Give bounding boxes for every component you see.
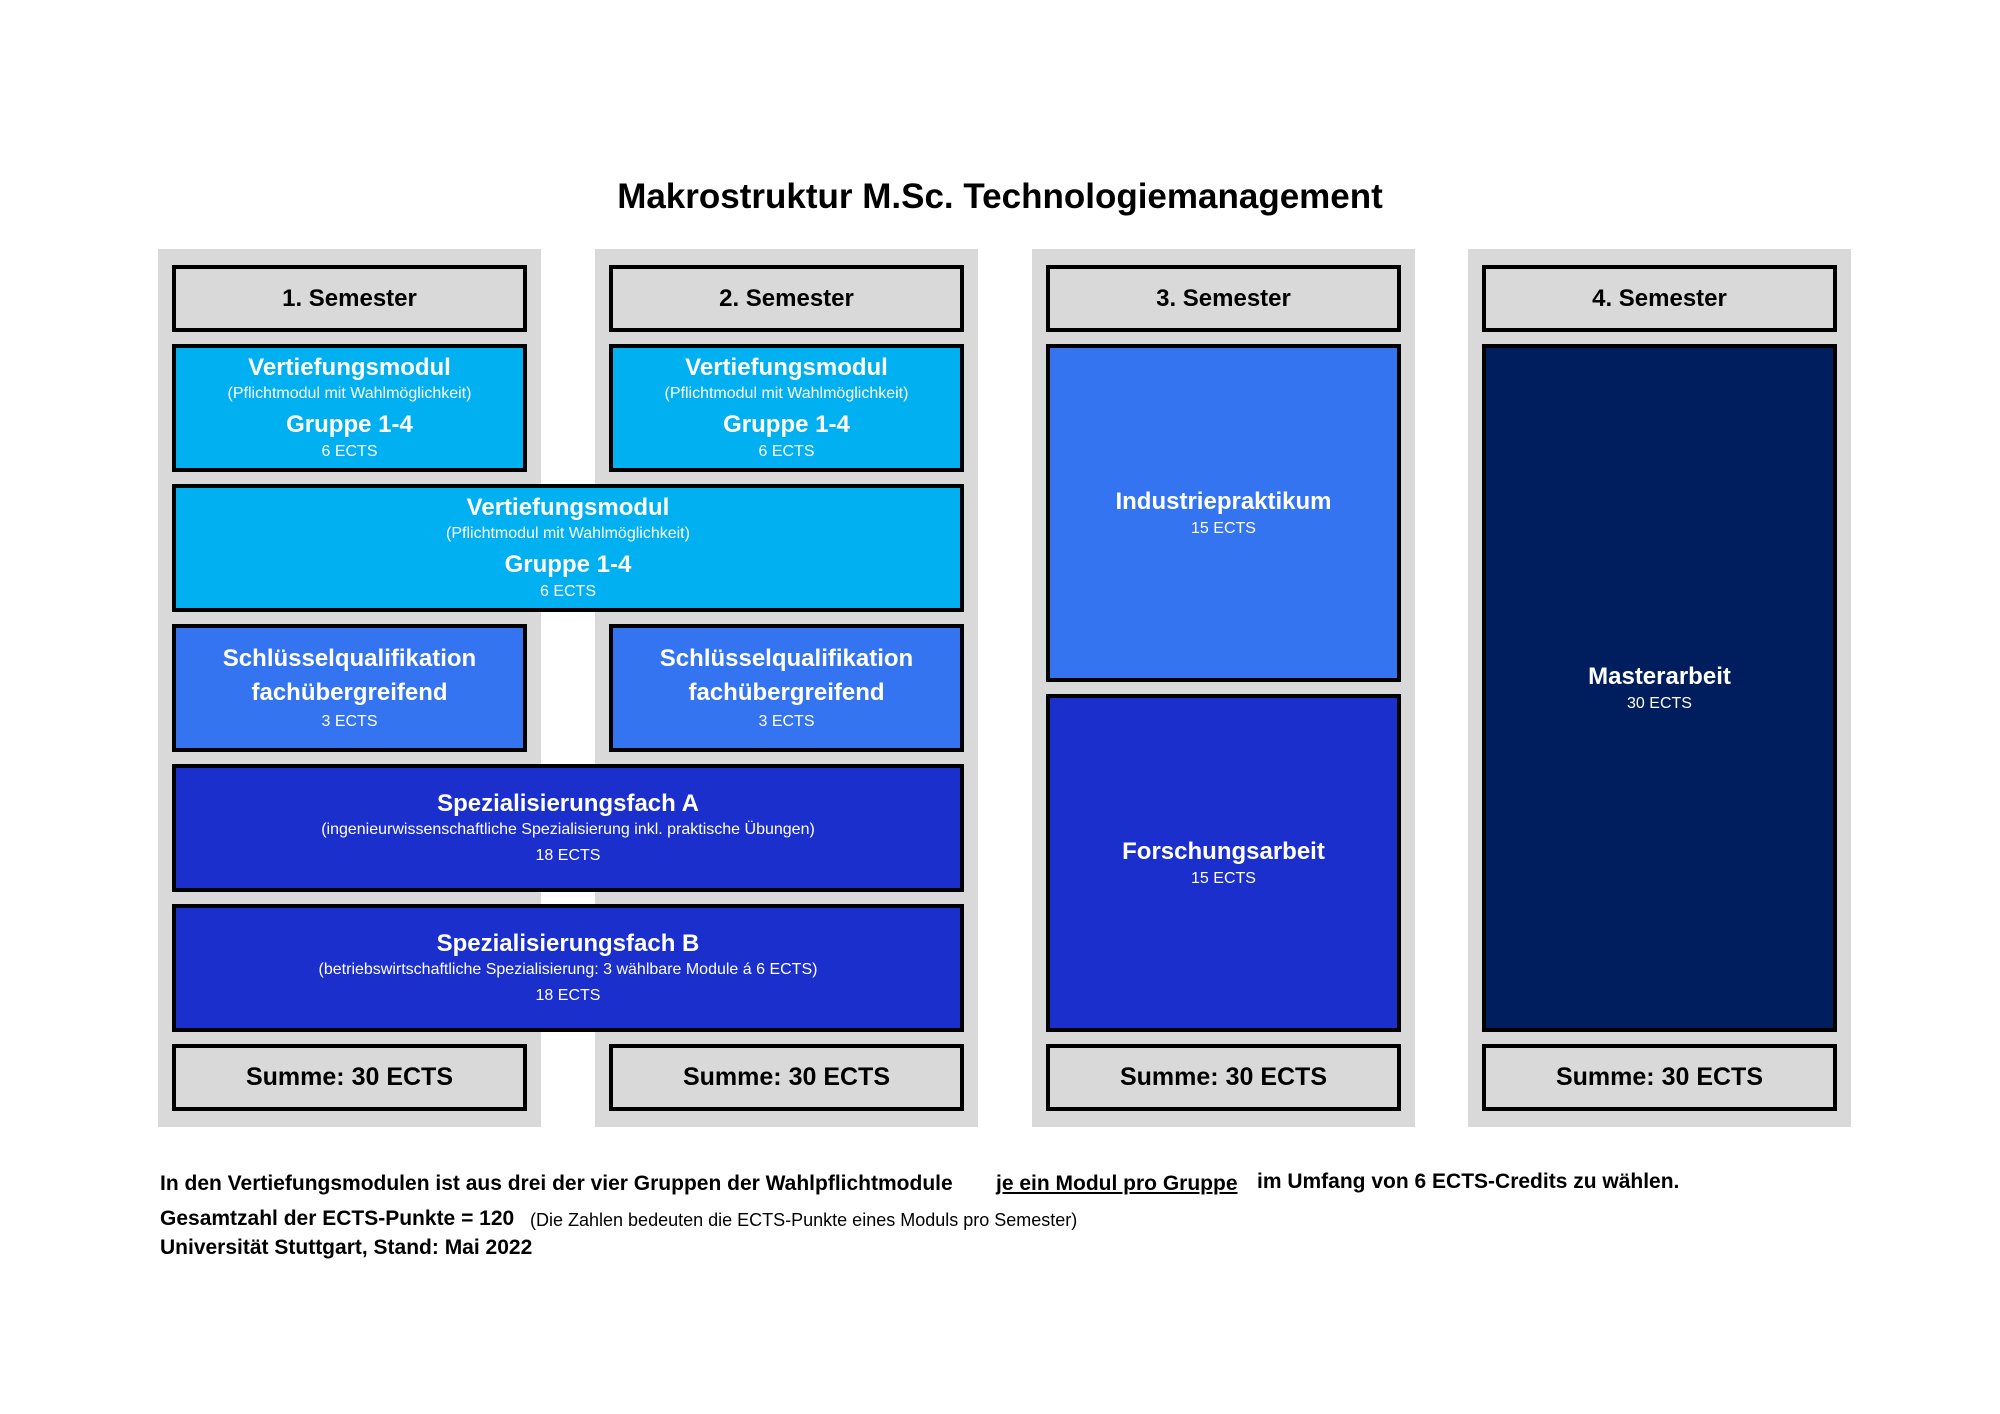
semester-2-sum: Summe: 30 ECTS	[609, 1044, 964, 1111]
schluesselqualifikation-ects: 3 ECTS	[321, 713, 378, 730]
spezialisierungsfach-b-title: Spezialisierungsfach B	[436, 930, 700, 957]
masterarbeit-title: Masterarbeit	[1588, 662, 1731, 690]
semester-1-header: 1. Semester	[172, 265, 527, 332]
spezialisierungsfach-a: Spezialisierungsfach A (ingenieurwissens…	[172, 764, 964, 892]
industriepraktikum-ects: 15 ECTS	[1191, 519, 1256, 537]
vertiefungsmodul-group: Gruppe 1-4	[723, 411, 850, 438]
spezialisierungsfach-b-ects: 18 ECTS	[535, 987, 601, 1004]
semester-3-header-label: 3. Semester	[1156, 284, 1291, 312]
vertiefungsmodul-group: Gruppe 1-4	[286, 411, 413, 438]
footer-note-part-2: im Umfang von 6 ECTS-Credits zu wählen.	[1257, 1170, 1680, 1193]
vertiefungsmodul-title: Vertiefungsmodul	[248, 354, 451, 381]
vertiefungsmodul-semester-2: Vertiefungsmodul (Pflichtmodul mit Wahlm…	[609, 344, 964, 472]
semester-3-header: 3. Semester	[1046, 265, 1401, 332]
schluesselqualifikation-ects: 3 ECTS	[758, 713, 815, 730]
industriepraktikum-title: Industriepraktikum	[1115, 487, 1332, 515]
vertiefungsmodul-subtitle: (Pflichtmodul mit Wahlmöglichkeit)	[446, 525, 690, 542]
semester-1-sum-label: Summe: 30 ECTS	[245, 1063, 453, 1091]
forschungsarbeit: Forschungsarbeit 15 ECTS	[1046, 694, 1401, 1032]
semester-4-sum: Summe: 30 ECTS	[1482, 1044, 1837, 1111]
vertiefungsmodul-title: Vertiefungsmodul	[466, 494, 670, 521]
semester-4-sum-label: Summe: 30 ECTS	[1555, 1063, 1763, 1091]
footer-note-emphasis: je ein Modul pro Gruppe	[996, 1172, 1238, 1195]
vertiefungsmodul-group: Gruppe 1-4	[504, 551, 632, 578]
vertiefungsmodul-subtitle: (Pflichtmodul mit Wahlmöglichkeit)	[227, 385, 472, 402]
vertiefungsmodul-subtitle: (Pflichtmodul mit Wahlmöglichkeit)	[664, 385, 909, 402]
masterarbeit-ects: 30 ECTS	[1627, 694, 1692, 712]
semester-4-header-label: 4. Semester	[1592, 284, 1727, 312]
total-ects-note: Gesamtzahl der ECTS-Punkte = 120	[160, 1207, 515, 1230]
schluesselqualifikation-semester-1: Schlüsselqualifikation fachübergreifend …	[172, 624, 527, 752]
diagram-title: Makrostruktur M.Sc. Technologiemanagemen…	[617, 177, 1383, 216]
source-stand: Universität Stuttgart, Stand: Mai 2022	[160, 1236, 533, 1259]
vertiefungsmodul-semester-1: Vertiefungsmodul (Pflichtmodul mit Wahlm…	[172, 344, 527, 472]
forschungsarbeit-title: Forschungsarbeit	[1122, 837, 1325, 865]
spezialisierungsfach-b: Spezialisierungsfach B (betriebswirtscha…	[172, 904, 964, 1032]
schluesselqualifikation-title-line-2: fachübergreifend	[688, 679, 885, 706]
vertiefungsmodul-ects: 6 ECTS	[758, 443, 815, 460]
footer-note-part-1: In den Vertiefungsmodulen ist aus drei d…	[160, 1172, 953, 1195]
ects-explanation: (Die Zahlen bedeuten die ECTS-Punkte ein…	[530, 1210, 1078, 1230]
schluesselqualifikation-semester-2: Schlüsselqualifikation fachübergreifend …	[609, 624, 964, 752]
semester-2-sum-label: Summe: 30 ECTS	[682, 1063, 890, 1091]
schluesselqualifikation-title-line-2: fachübergreifend	[251, 679, 448, 706]
semester-1-header-label: 1. Semester	[282, 284, 417, 312]
vertiefungsmodul-ects: 6 ECTS	[321, 443, 378, 460]
semester-3-sum-label: Summe: 30 ECTS	[1119, 1063, 1327, 1091]
schluesselqualifikation-title: Schlüsselqualifikation	[222, 645, 477, 672]
vertiefungsmodul-title: Vertiefungsmodul	[685, 354, 888, 381]
forschungsarbeit-ects: 15 ECTS	[1191, 869, 1256, 887]
spezialisierungsfach-a-title: Spezialisierungsfach A	[437, 790, 699, 817]
semester-4-header: 4. Semester	[1482, 265, 1837, 332]
semester-1-sum: Summe: 30 ECTS	[172, 1044, 527, 1111]
semester-2-header: 2. Semester	[609, 265, 964, 332]
spezialisierungsfach-a-ects: 18 ECTS	[535, 847, 601, 864]
industriepraktikum: Industriepraktikum 15 ECTS	[1046, 344, 1401, 682]
schluesselqualifikation-title: Schlüsselqualifikation	[659, 645, 914, 672]
spezialisierungsfach-b-subtitle: (betriebswirtschaftliche Spezialisierung…	[318, 961, 818, 978]
semester-2-header-label: 2. Semester	[719, 284, 854, 312]
spezialisierungsfach-a-subtitle: (ingenieurwissenschaftliche Spezialisier…	[321, 821, 815, 838]
vertiefungsmodul-semester-1-2: Vertiefungsmodul (Pflichtmodul mit Wahlm…	[172, 484, 964, 612]
semester-3-sum: Summe: 30 ECTS	[1046, 1044, 1401, 1111]
masterarbeit: Masterarbeit 30 ECTS	[1482, 344, 1837, 1032]
vertiefungsmodul-ects: 6 ECTS	[539, 583, 596, 600]
